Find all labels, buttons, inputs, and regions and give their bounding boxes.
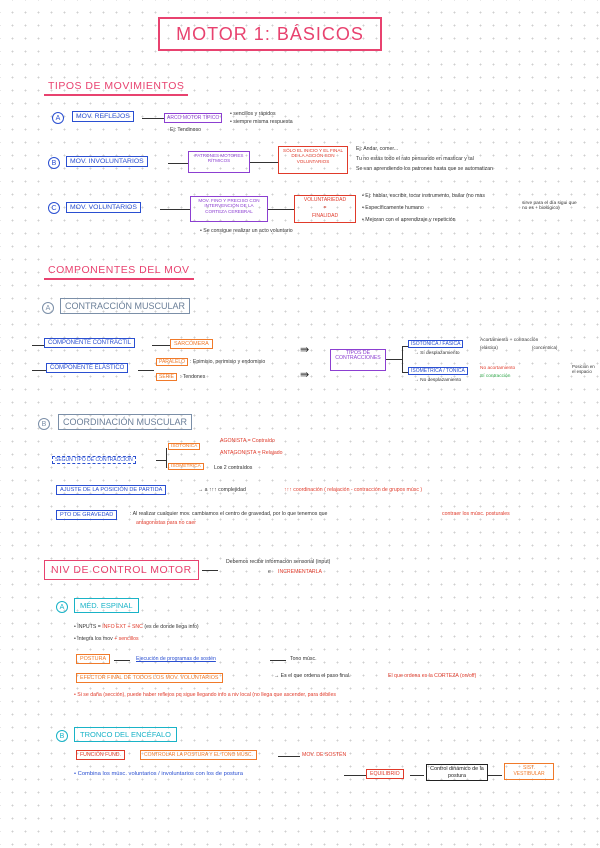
inputs-b: INFO EXT + SNC	[102, 624, 143, 630]
voluntarios-note-3: • Mejoran con el aprendizaje y repetició…	[362, 217, 456, 223]
patrones-motores-box: PATRONES MOTORES RÍTMICOS	[188, 151, 250, 173]
componente-contractil-label: COMPONENTE CONTRÁCTIL	[44, 338, 136, 348]
voluntarios-note-2: • Específicamente humano	[362, 205, 424, 211]
mov-reflejos-label: MOV. REFLEJOS	[72, 111, 134, 122]
isotonica-sub: → Sí desplazamiento	[414, 351, 460, 356]
combina-note: • Combina los músc. voluntarios / involu…	[74, 771, 243, 777]
involuntarios-note-2: Tu no estás todo el rato pensando en mas…	[356, 156, 474, 162]
antagonista-text: ANTAGONISTA = Relajado	[220, 450, 283, 456]
finalidad-text: FINALIDAD	[311, 213, 339, 219]
sarcomera-box: SARCÓMERA	[170, 339, 213, 349]
section-heading-tipos: TIPOS DE MOVIMIENTOS	[44, 78, 189, 96]
double-arrow-icon: ⇛	[300, 344, 309, 356]
integra-line: • Integra los mov + sencillos	[74, 636, 139, 642]
inputs-c: (es de donde llega info)	[144, 624, 199, 630]
page-title: MOTOR 1: BÁSICOS	[158, 17, 382, 51]
ajuste-note-2: ↑↑↑ coordinación ( relajación - contracc…	[284, 487, 423, 493]
reflejos-note-1: • sencillos y rápidos	[230, 111, 276, 117]
isometrica-sub: → No desplazamiento	[414, 378, 462, 383]
circle-letter-b-grey: B	[38, 418, 50, 430]
inputs-a: • INPUTS =	[74, 624, 101, 630]
circle-letter-b-teal: B	[56, 730, 68, 742]
funcion-fund-box: FUNCIÓN FUND.	[76, 750, 125, 760]
voluntarios-bottom-note: • Se consigue realizar un acto voluntari…	[200, 228, 293, 234]
contraccion-muscular-label: CONTRACCIÓN MUSCULAR	[60, 298, 191, 314]
isotonica-note: Acortamiento + contracción	[480, 338, 539, 343]
voluntarios-side-note: sirve para el día sigui que no es + biol…	[522, 201, 577, 211]
integra-b: + sencillos	[114, 636, 139, 642]
arco-motor-box: ARCO MOTOR TÍPICO	[164, 113, 223, 123]
serie-note: : Tendones	[180, 374, 206, 380]
agonista-note: AGONISTA = Contraído	[220, 438, 275, 444]
si-contraccion: Sí contracción	[480, 374, 511, 379]
antagonista-note: ANTAGONISTA = Relajado	[220, 450, 283, 456]
isotonica-note-3: (concéntrica)	[532, 345, 558, 350]
involuntarios-note-3: Se van aprendiendo los patrones hasta qu…	[356, 166, 493, 172]
coordinacion-muscular-label: COORDINACIÓN MUSCULAR	[58, 414, 193, 430]
dano-text: • Si se daña (sección), puede haber refl…	[74, 692, 336, 698]
tronco-encefalo-label: TRONCO DEL ENCÉFALO	[74, 727, 177, 742]
agonista-text: AGONISTA = Contraído	[220, 438, 275, 444]
isotonica-fasica-box: ISOTÓNICA / FÁSICA	[408, 340, 464, 348]
equals-sign: =	[323, 205, 327, 211]
isometrica-box: ISOMÉTRICA	[168, 463, 204, 470]
isometrica-tonica-box: ISOMÉTRICA / TÓNICA	[408, 367, 468, 375]
integra-a: • Integra los mov	[74, 636, 113, 642]
ajuste-posicion-box: AJUSTE DE LA POSICIÓN DE PARTIDA	[56, 485, 167, 495]
paralelo-box: PARALELO	[156, 358, 189, 366]
no-acortamiento: No acortamiento	[480, 366, 516, 371]
control-side-2: e	[268, 569, 271, 575]
efector-note-2: El que ordena es la CORTEZA (on/off)	[388, 673, 477, 679]
voluntariedad-text: VOLUNTARIEDAD	[303, 197, 347, 203]
mov-fino-box: MOV. FINO Y PRECISO CON INTERVENCIÓN DE …	[190, 196, 268, 222]
isometrica-note: Posición en el espacio	[572, 364, 595, 374]
inputs-line: • INPUTS = INFO EXT + SNC (es de donde l…	[74, 624, 199, 630]
mov-involuntarios-label: MOV. INVOLUNTARIOS	[66, 156, 148, 167]
circle-letter-b: B	[48, 157, 60, 169]
reflejos-example: Ej: Tendinoso	[170, 127, 202, 133]
efector-box: EFECTOR FINAL DE TODOS LOS MOV. VOLUNTAR…	[76, 673, 223, 683]
gravedad-note-2: contraer los músc. posturales	[442, 511, 510, 517]
control-side-3: INCREMENTARLA	[278, 569, 323, 575]
los-2-note: Los 2 contraídos	[214, 465, 253, 471]
equilibrio-box: EQUILIBRIO	[366, 769, 404, 779]
voluntariedad-box: VOLUNTARIEDAD = FINALIDAD	[294, 195, 356, 223]
circle-letter-a-grey: A	[42, 302, 54, 314]
section-heading-componentes: COMPONENTES DEL MOV	[44, 262, 194, 280]
serie-box: SERIE	[156, 373, 178, 381]
ajuste-note-1: → a ↑↑↑ complejidad	[198, 487, 246, 493]
circle-letter-a: A	[52, 112, 64, 124]
voluntarios-note-1: • Ej: hablar, escribir, tocar instrument…	[362, 193, 485, 199]
dano-note: • Si se daña (sección), puede haber refl…	[74, 692, 336, 698]
mov-voluntarios-label: MOV. VOLUNTARIOS	[66, 202, 141, 213]
circle-letter-a-teal: A	[56, 601, 68, 613]
postura-tono: Tono músc.	[290, 656, 317, 662]
postura-box: POSTURA	[76, 654, 111, 664]
gravedad-note-1: : Al realizar cualquier mov. cambiamos e…	[130, 511, 328, 517]
isotonica-note-2: (elástica)	[480, 345, 498, 350]
paralelo-note: : Epimisio, perimisio y endomisio	[190, 359, 266, 365]
postura-note: Ejecución de programas de sostén	[136, 656, 216, 662]
solo-inicio-box: SÓLO EL INICIO Y EL FINAL DE LA ACCIÓN S…	[278, 146, 348, 174]
componente-elastico-label: COMPONENTE ELÁSTICO	[46, 363, 129, 373]
section-heading-niv-control: NIV DE CONTROL MOTOR	[44, 560, 199, 580]
tipos-contracciones-box: TIPOS DE CONTRACCIONES	[330, 349, 386, 371]
reflejos-note-2: • siempre misma respuesta	[230, 119, 293, 125]
funcion-note-box: CONTROLAR LA POSTURA Y EL TONO MÚSC.	[140, 750, 257, 760]
double-arrow-icon-2: ⇛	[300, 369, 309, 381]
segun-tipo-box: SEGÚN TIPO DE CONTRACCIÓN	[52, 456, 136, 464]
sist-vestibular-box: SIST. VESTIBULAR	[504, 763, 554, 780]
control-dinamico-box: Control dinámico de la postura	[426, 764, 488, 782]
isotonica-box: ISOTÓNICA	[168, 443, 201, 450]
efector-note-1: → Es el que ordena el paso final.	[274, 673, 351, 679]
med-espinal-label: MÉD. ESPINAL	[74, 598, 139, 613]
circle-letter-c: C	[48, 202, 60, 214]
involuntarios-note-1: Ej: Andar, comer...	[356, 146, 399, 152]
funcion-tail: MOV. DE SOSTÉN	[302, 752, 347, 758]
control-side-1: Debemos recibir información sensorial (i…	[226, 559, 331, 565]
pto-gravedad-box: PTO DE GRAVEDAD	[56, 510, 118, 520]
gravedad-note-3: antagonistas para no caer	[136, 520, 196, 526]
